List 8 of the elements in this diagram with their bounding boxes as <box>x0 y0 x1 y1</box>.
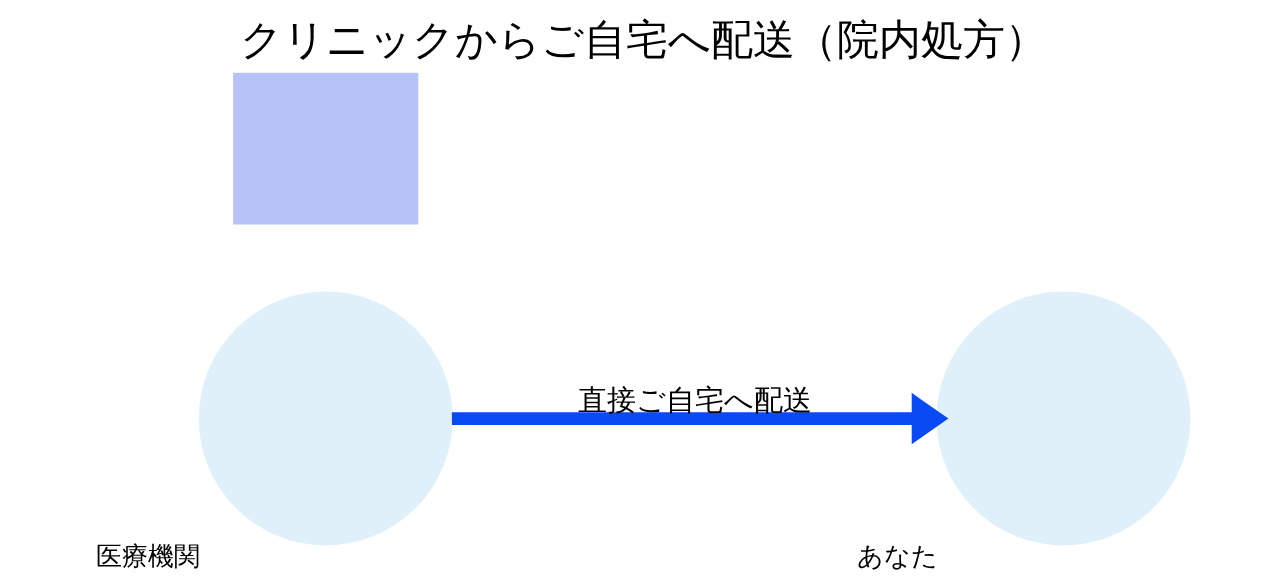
node-label: あなた <box>856 541 938 572</box>
edge-label: 直接ご自宅へ配送 <box>577 382 812 417</box>
node-circle <box>936 291 1190 546</box>
node-box <box>232 72 418 225</box>
node-circle <box>198 291 453 546</box>
arrow <box>451 392 948 445</box>
node-label: 医療機関 <box>95 541 200 572</box>
diagram-title: クリニックからご自宅へ配送（院内処方） <box>239 15 1047 65</box>
